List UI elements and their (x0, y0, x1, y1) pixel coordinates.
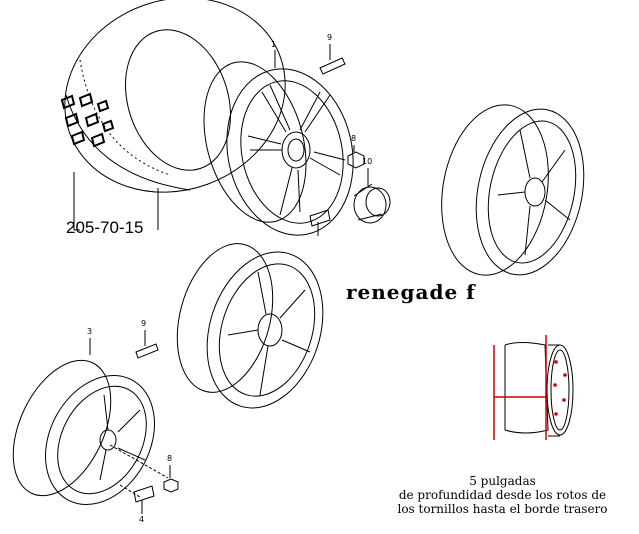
bolt-hole-marks (553, 360, 567, 416)
wheel-middle (176, 243, 324, 409)
note-line-1: 5 pulgadas (469, 474, 536, 488)
brand-label: renegade f (346, 280, 476, 304)
callout-10: 10 (362, 157, 373, 166)
callout-1: 1 (271, 40, 277, 49)
callout-8-top: 8 (351, 134, 357, 143)
callout-9-top: 9 (327, 33, 333, 42)
callout-4: 4 (139, 515, 145, 524)
measurement-sketch (493, 335, 574, 440)
measurement-note: 5 pulgadas de profundidad desde los roto… (395, 474, 610, 516)
parts-top (309, 44, 391, 236)
wheel-bottom-left (12, 330, 179, 514)
note-line-3: los tornillos hasta el borde trasero (397, 502, 608, 516)
callout-8-bottom: 8 (167, 454, 173, 463)
wheel-top (203, 50, 354, 236)
callout-3: 3 (87, 327, 93, 336)
wheel-right (441, 104, 585, 276)
tire (60, 0, 286, 231)
measure-lines (493, 335, 547, 440)
tire-size-label: 205-70-15 (66, 218, 144, 237)
note-line-2: de profundidad desde los rotos de (398, 488, 607, 502)
callout-9-bottom: 9 (141, 319, 147, 328)
